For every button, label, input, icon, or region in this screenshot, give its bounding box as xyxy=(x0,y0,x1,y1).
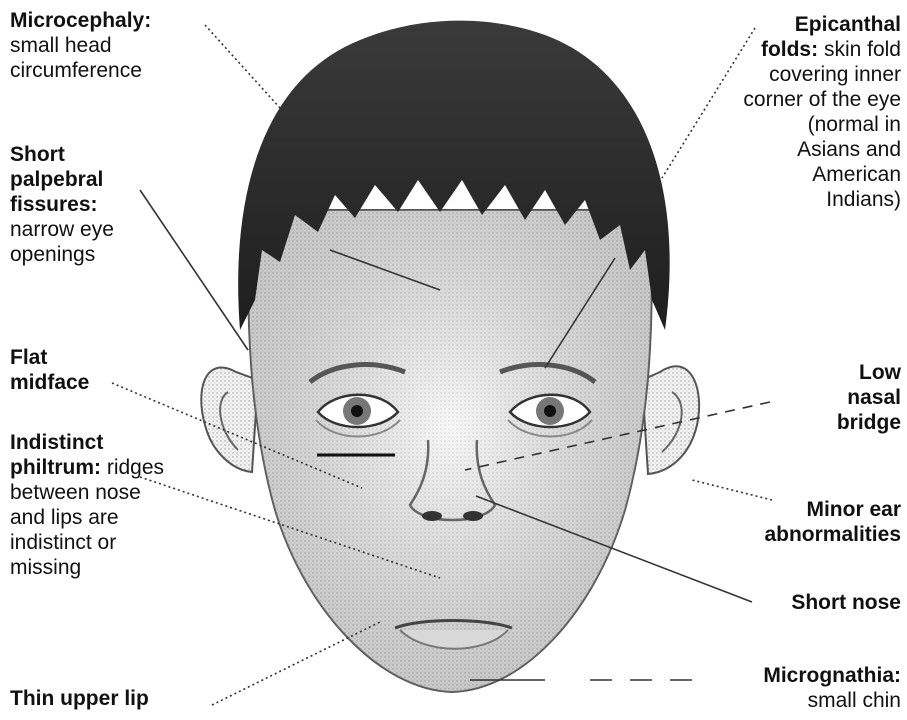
label-palpebral-desc: narrow eye openings xyxy=(10,218,114,266)
label-midface-term: Flat midface xyxy=(10,346,89,394)
label-microcephaly-desc: small head circumference xyxy=(10,33,185,83)
label-midface: Flat midface xyxy=(10,345,120,395)
label-micrognathia: Micrognathia: small chin xyxy=(721,663,901,713)
label-palpebral-term: Short palpebral fissures: xyxy=(10,143,103,216)
left-ear xyxy=(201,368,258,472)
label-nasal-bridge-term: Low nasal bridge xyxy=(837,361,901,434)
label-philtrum-term: Indistinct philtrum: xyxy=(10,431,103,479)
label-micrognathia-desc: small chin xyxy=(808,689,901,712)
label-microcephaly-term: Microcephaly: xyxy=(10,9,151,32)
label-philtrum: Indistinct philtrum: ridges between nose… xyxy=(10,430,175,580)
label-epicanthal-desc: skin fold covering inner corner of the e… xyxy=(743,38,901,211)
label-micrognathia-term: Micrognathia: xyxy=(763,664,901,687)
label-ear-term: Minor ear abnormalities xyxy=(764,498,901,546)
label-epicanthal: Epicanthal folds: skin fold covering inn… xyxy=(741,12,901,212)
label-short-nose-term: Short nose xyxy=(791,591,901,614)
label-upper-lip-term: Thin upper lip xyxy=(10,687,149,710)
leader-palpebral xyxy=(140,190,248,350)
label-short-nose: Short nose xyxy=(741,590,901,615)
label-nasal-bridge: Low nasal bridge xyxy=(811,360,901,435)
label-microcephaly: Microcephaly: small head circumference xyxy=(10,8,230,83)
label-ear: Minor ear abnormalities xyxy=(721,497,901,547)
label-palpebral: Short palpebral fissures: narrow eye ope… xyxy=(10,142,150,267)
label-upper-lip: Thin upper lip xyxy=(10,686,220,711)
